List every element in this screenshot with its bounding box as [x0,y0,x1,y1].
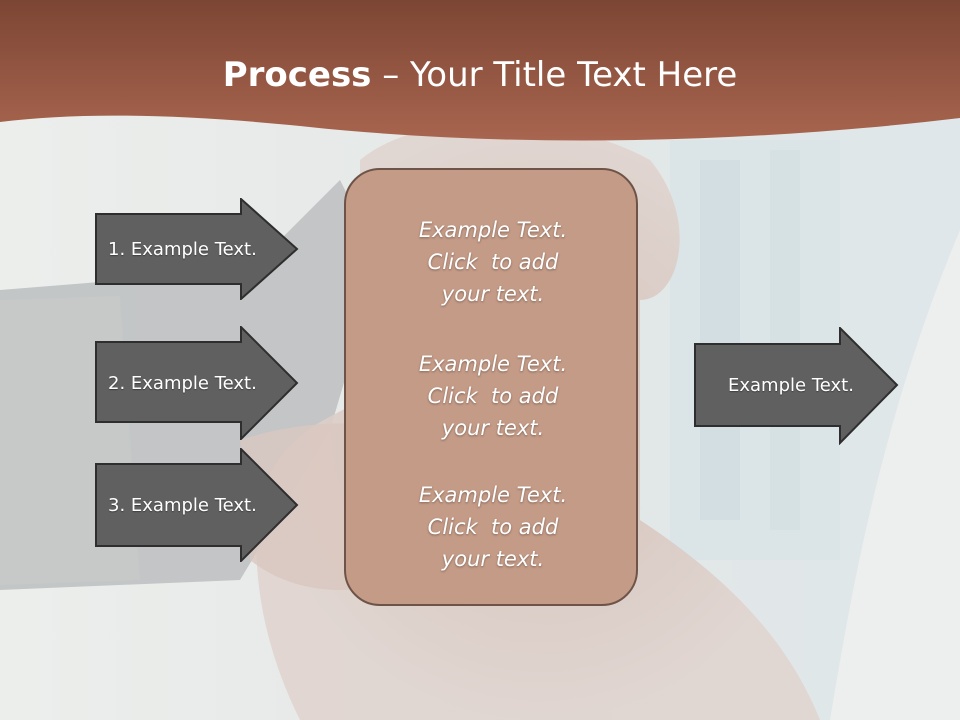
input-arrow-label: 1. Example Text. [108,238,257,260]
paragraph-line: Example Text. [418,218,568,242]
center-paragraph: Example Text. Click to add your text. [346,479,640,575]
input-arrow-3[interactable]: 3. Example Text. [95,448,300,562]
title-rest: – Your Title Text Here [371,55,738,95]
paragraph-line: your text. [441,547,545,571]
arrow-shape [95,326,299,440]
output-arrow[interactable]: Example Text. [694,327,900,445]
paragraph-line: Click to add [427,250,559,274]
arrow-shape [95,198,299,300]
arrow-shape [95,448,299,562]
center-paragraph: Example Text. Click to add your text. [346,348,640,444]
paragraph-line: your text. [441,416,545,440]
output-arrow-label: Example Text. [728,374,854,396]
slide-title[interactable]: Process – Your Title Text Here [0,52,960,98]
center-paragraph: Example Text. Click to add your text. [346,214,640,310]
input-arrow-label: 3. Example Text. [108,494,257,516]
paragraph-line: Click to add [427,515,559,539]
arrow-shape [694,327,899,445]
paragraph-line: Example Text. [418,352,568,376]
center-text-box[interactable]: Example Text. Click to add your text. Ex… [344,168,638,606]
paragraph-line: Click to add [427,384,559,408]
title-bold: Process [222,55,372,95]
input-arrow-label: 2. Example Text. [108,372,257,394]
paragraph-line: your text. [441,282,545,306]
input-arrow-2[interactable]: 2. Example Text. [95,326,300,440]
paragraph-line: Example Text. [418,483,568,507]
input-arrow-1[interactable]: 1. Example Text. [95,198,300,300]
